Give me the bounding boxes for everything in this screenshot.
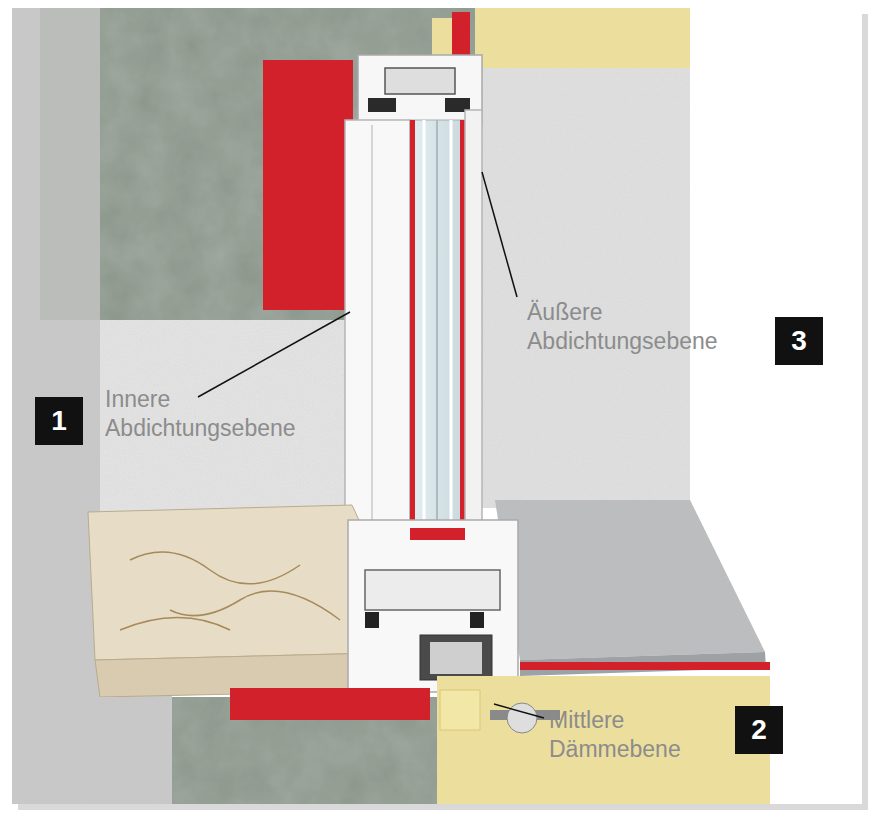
part-label: Mittlere Dämmebene	[549, 706, 699, 764]
part-label: Innere Abdichtungsebene	[105, 385, 335, 443]
callout-number: 1	[35, 397, 83, 445]
callout-number: 3	[775, 317, 823, 365]
part-label: Äußere Abdichtungsebene	[527, 298, 767, 356]
callout-number: 2	[735, 706, 783, 754]
